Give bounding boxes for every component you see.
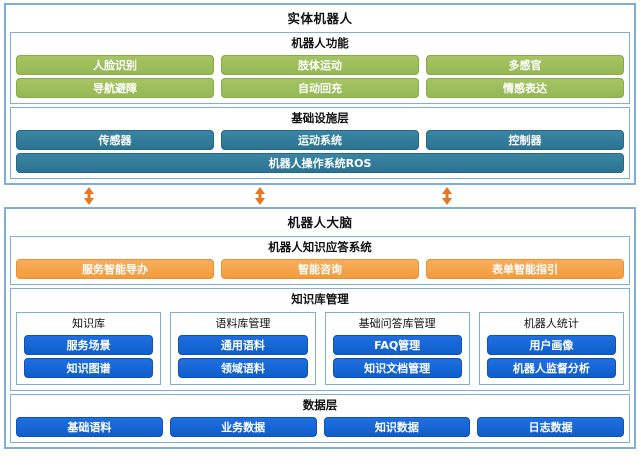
kb-panel-title: 知识库 xyxy=(72,317,106,330)
knowledge-base-panels: 知识库 服务场景 知识图谱 语料库管理 通用语料 领域语料 基础问答库管理 FA… xyxy=(16,312,624,385)
cell: 运动系统 xyxy=(221,130,419,150)
robot-functions-row-2: 导航避障 自动回充 情感表达 xyxy=(16,78,624,98)
cell: 业务数据 xyxy=(169,417,317,437)
cell: 控制器 xyxy=(426,130,624,150)
function-navigation-obstacle-avoidance[interactable]: 导航避障 xyxy=(16,78,214,98)
qa-system-row: 服务智能导办 智能咨询 表单智能指引 xyxy=(16,259,624,279)
cell: 表单智能指引 xyxy=(426,259,624,279)
data-layer-title: 数据层 xyxy=(302,398,338,412)
function-auto-recharge[interactable]: 自动回充 xyxy=(221,78,419,98)
cell: 知识数据 xyxy=(323,417,471,437)
knowledge-base-title: 知识库管理 xyxy=(291,292,349,306)
robot-brain-title: 机器人大脑 xyxy=(287,215,353,230)
kb-item-document-management[interactable]: 知识文档管理 xyxy=(332,358,462,378)
infra-motion-system[interactable]: 运动系统 xyxy=(221,130,419,150)
double-arrow-vertical-icon xyxy=(255,187,265,205)
kb-item-faq-management[interactable]: FAQ管理 xyxy=(332,335,462,355)
qa-service-guidance[interactable]: 服务智能导办 xyxy=(16,259,214,279)
kb-panel-title: 基础问答库管理 xyxy=(358,317,436,330)
qa-system-layer: 机器人知识应答系统 服务智能导办 智能咨询 表单智能指引 xyxy=(10,236,630,285)
robot-functions-layer: 机器人功能 人脸识别 肢体运动 多感官 导航避障 自动回充 xyxy=(10,32,630,104)
double-arrow-vertical-icon xyxy=(84,187,94,205)
cell: 机器人操作系统ROS xyxy=(16,153,624,173)
function-emotion-expression[interactable]: 情感表达 xyxy=(426,78,624,98)
physical-robot-title: 实体机器人 xyxy=(287,11,353,26)
function-multi-sensory[interactable]: 多感官 xyxy=(426,55,624,75)
kb-panel-faq-management: 基础问答库管理 FAQ管理 知识文档管理 xyxy=(324,312,470,385)
kb-item-knowledge-graph[interactable]: 知识图谱 xyxy=(24,358,154,378)
kb-item-domain-corpus[interactable]: 领域语料 xyxy=(178,358,308,378)
cell: 肢体运动 xyxy=(221,55,419,75)
kb-item-user-profile[interactable]: 用户画像 xyxy=(486,335,616,355)
cell: 传感器 xyxy=(16,130,214,150)
cell: 自动回充 xyxy=(221,78,419,98)
connector-arrows xyxy=(4,185,636,207)
kb-item-general-corpus[interactable]: 通用语料 xyxy=(178,335,308,355)
infrastructure-title: 基础设施层 xyxy=(291,111,349,125)
qa-form-guidance[interactable]: 表单智能指引 xyxy=(426,259,624,279)
qa-smart-consultation[interactable]: 智能咨询 xyxy=(221,259,419,279)
cell: 情感表达 xyxy=(426,78,624,98)
kb-panel-title: 语料库管理 xyxy=(215,317,271,330)
cell: 智能咨询 xyxy=(221,259,419,279)
kb-item-robot-supervision-analysis[interactable]: 机器人监督分析 xyxy=(486,358,616,378)
data-layer-row: 基础语料 业务数据 知识数据 日志数据 xyxy=(16,417,624,437)
function-limb-motion[interactable]: 肢体运动 xyxy=(221,55,419,75)
cell: 多感官 xyxy=(426,55,624,75)
data-layer: 数据层 基础语料 业务数据 知识数据 日志数据 xyxy=(10,394,630,443)
double-arrow-vertical-icon xyxy=(442,187,452,205)
kb-panel-title: 机器人统计 xyxy=(523,317,579,330)
infra-ros[interactable]: 机器人操作系统ROS xyxy=(16,153,624,173)
infrastructure-ros-row: 机器人操作系统ROS xyxy=(16,153,624,173)
robot-brain-panel: 机器人大脑 机器人知识应答系统 服务智能导办 智能咨询 表单智能指引 知识库管理 xyxy=(4,207,636,449)
data-knowledge-data[interactable]: 知识数据 xyxy=(323,417,471,437)
cell: 导航避障 xyxy=(16,78,214,98)
infra-sensor[interactable]: 传感器 xyxy=(16,130,214,150)
function-face-recognition[interactable]: 人脸识别 xyxy=(16,55,214,75)
kb-panel-corpus-management: 语料库管理 通用语料 领域语料 xyxy=(170,312,316,385)
robot-functions-row-1: 人脸识别 肢体运动 多感官 xyxy=(16,55,624,75)
infra-controller[interactable]: 控制器 xyxy=(426,130,624,150)
infrastructure-layer: 基础设施层 传感器 运动系统 控制器 机器人操作系统ROS xyxy=(10,107,630,179)
data-log-data[interactable]: 日志数据 xyxy=(477,417,624,437)
cell: 人脸识别 xyxy=(16,55,214,75)
physical-robot-panel: 实体机器人 机器人功能 人脸识别 肢体运动 多感官 导航避障 xyxy=(4,3,636,185)
cell: 服务智能导办 xyxy=(16,259,214,279)
knowledge-base-layer: 知识库管理 知识库 服务场景 知识图谱 语料库管理 通用语料 领域语料 基础问答… xyxy=(10,288,630,391)
data-business-data[interactable]: 业务数据 xyxy=(169,417,317,437)
cell: 日志数据 xyxy=(477,417,624,437)
kb-panel-knowledge-base: 知识库 服务场景 知识图谱 xyxy=(16,312,162,385)
infrastructure-row: 传感器 运动系统 控制器 xyxy=(16,130,624,150)
kb-item-service-scenario[interactable]: 服务场景 xyxy=(24,335,154,355)
cell: 基础语料 xyxy=(16,417,163,437)
robot-functions-title: 机器人功能 xyxy=(291,36,349,50)
kb-panel-robot-statistics: 机器人统计 用户画像 机器人监督分析 xyxy=(478,312,624,385)
data-basic-corpus[interactable]: 基础语料 xyxy=(16,417,163,437)
qa-system-title: 机器人知识应答系统 xyxy=(268,240,372,254)
